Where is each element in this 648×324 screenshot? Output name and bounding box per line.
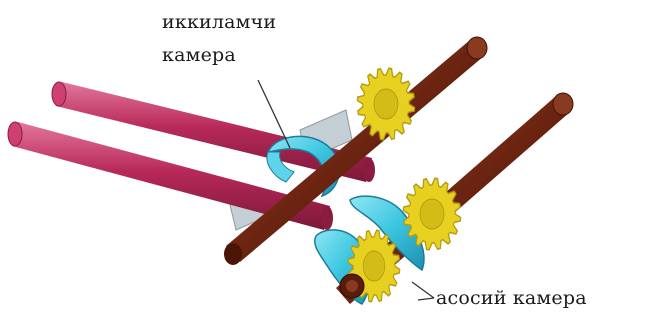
main-chamber-leader-2 [418,298,434,300]
secondary-chamber-label-line1: иккиламчи [162,11,276,33]
gear-hub [420,199,444,229]
gear-hub [363,251,385,281]
gear-hub [374,89,398,119]
secondary-chamber-label-line2: камера [162,44,236,66]
main-chamber-leader-1 [412,282,434,298]
lower-shaft-hub [340,274,364,298]
main-chamber-label: асосий камера [436,287,587,309]
